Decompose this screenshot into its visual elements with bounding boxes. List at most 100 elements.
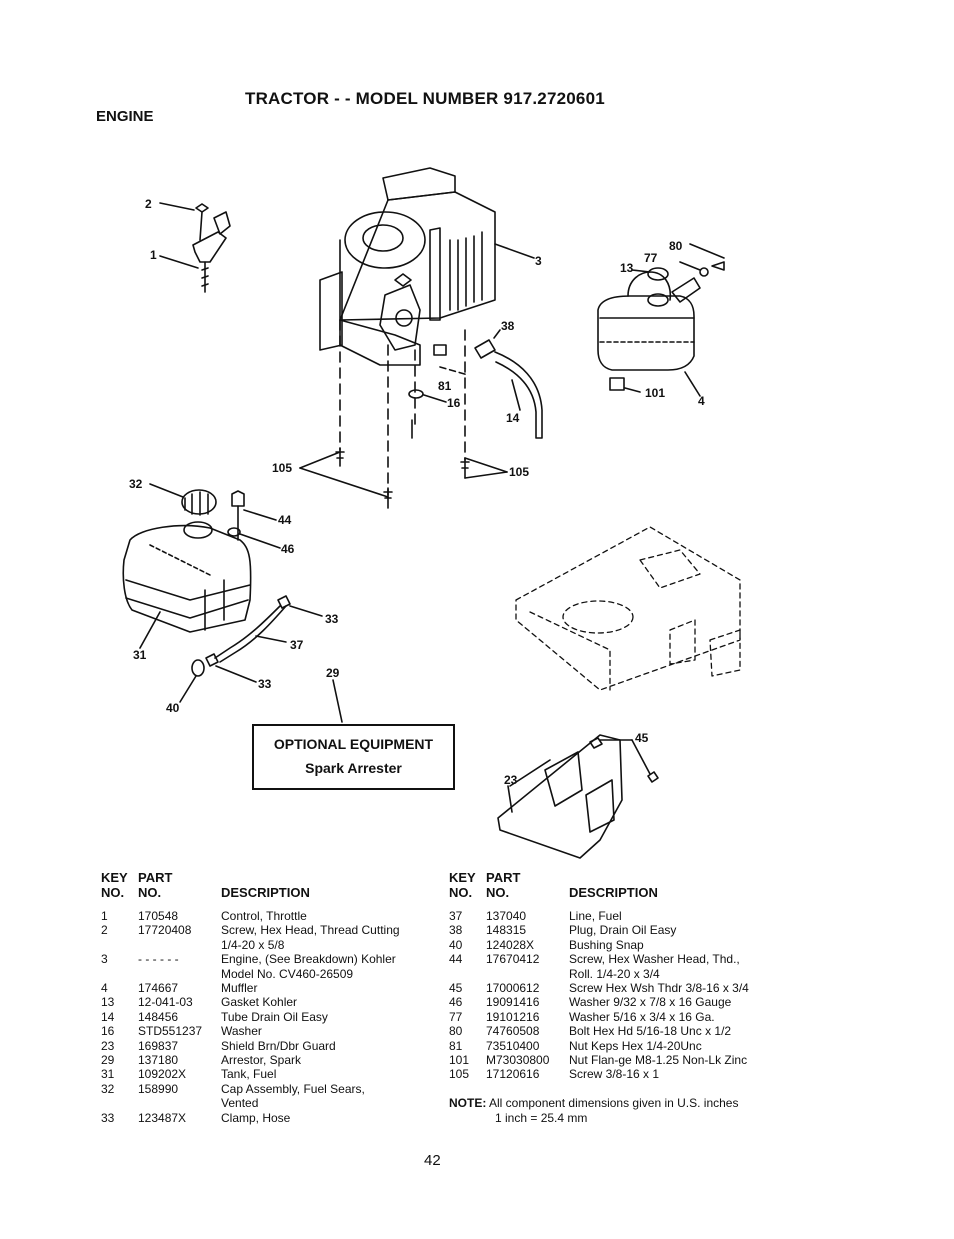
description-line: Screw, Hex Head, Thread Cutting bbox=[221, 923, 400, 938]
description-line: Model No. CV460-26509 bbox=[221, 966, 354, 981]
key-number: 14 bbox=[101, 1009, 115, 1024]
part-number: 73510400 bbox=[486, 1038, 540, 1053]
callout-37: 37 bbox=[290, 638, 304, 652]
part-number: STD551237 bbox=[138, 1024, 203, 1039]
part-description: Cap Assembly, Fuel Sears,Vented bbox=[221, 1082, 431, 1111]
table-row: 40 124028X Bushing Snap bbox=[449, 938, 779, 952]
table-row: 14 148456 Tube Drain Oil Easy bbox=[101, 1010, 431, 1024]
part-description: Clamp, Hose bbox=[221, 1111, 431, 1125]
callout-77: 77 bbox=[644, 251, 658, 265]
part-number: 124028X bbox=[486, 937, 535, 952]
engine-parts-diagram: 2 1 3 80 77 13 101 4 38 81 16 14 105 105… bbox=[122, 167, 741, 859]
key-number: 13 bbox=[101, 995, 115, 1010]
header-part-no: NO. bbox=[138, 885, 162, 900]
description-line: 1/4-20 x 5/8 bbox=[221, 937, 285, 952]
part-number: 170548 bbox=[138, 909, 179, 923]
table-row: 33 123487X Clamp, Hose bbox=[101, 1111, 431, 1125]
part-description: Washer bbox=[221, 1024, 431, 1038]
callout-81: 81 bbox=[438, 379, 452, 393]
key-number: 45 bbox=[449, 981, 463, 996]
callout-33-lower: 33 bbox=[258, 677, 272, 691]
key-number: 80 bbox=[449, 1024, 463, 1039]
header-key: KEY bbox=[101, 870, 128, 885]
callout-3: 3 bbox=[535, 254, 542, 268]
callout-80: 80 bbox=[669, 239, 683, 253]
optional-equipment-heading: OPTIONAL EQUIPMENT bbox=[273, 736, 434, 752]
description-line: Muffler bbox=[221, 981, 258, 996]
page-number: 42 bbox=[424, 1152, 441, 1169]
part-description: Muffler bbox=[221, 981, 431, 995]
key-number: 32 bbox=[101, 1081, 115, 1096]
key-number: 44 bbox=[449, 952, 463, 967]
description-line: Nut Keps Hex 1/4-20Unc bbox=[569, 1038, 702, 1053]
callout-29: 29 bbox=[326, 666, 340, 680]
description-line: Roll. 1/4-20 x 3/4 bbox=[569, 966, 660, 981]
callout-44: 44 bbox=[278, 513, 292, 527]
note-line-1: All component dimensions given in U.S. i… bbox=[489, 1096, 739, 1110]
description-line: Control, Throttle bbox=[221, 909, 307, 923]
page-title: TRACTOR - - MODEL NUMBER 917.2720601 bbox=[245, 89, 605, 108]
callout-40: 40 bbox=[166, 701, 180, 715]
description-line: Line, Fuel bbox=[569, 909, 622, 923]
header-key: KEY bbox=[449, 870, 476, 885]
key-number: 33 bbox=[101, 1110, 115, 1125]
callout-23: 23 bbox=[504, 773, 518, 787]
key-number: 4 bbox=[101, 981, 108, 996]
optional-equipment-box: OPTIONAL EQUIPMENT Spark Arrester bbox=[252, 724, 455, 790]
part-number: 109202X bbox=[138, 1067, 187, 1082]
fuel-tank-drawing bbox=[122, 521, 252, 633]
part-number: 137040 bbox=[486, 909, 527, 923]
part-number: 174667 bbox=[138, 981, 179, 996]
part-number: 12-041-03 bbox=[138, 995, 193, 1010]
description-line: Nut Flan-ge M8-1.25 Non-Lk Zinc bbox=[569, 1053, 748, 1068]
part-number: 158990 bbox=[138, 1081, 179, 1096]
key-number: 29 bbox=[101, 1053, 115, 1068]
shield-guard-drawing bbox=[497, 734, 659, 859]
part-description: Tank, Fuel bbox=[221, 1067, 431, 1081]
description-line: Bushing Snap bbox=[569, 937, 644, 952]
header-key-no: NO. bbox=[449, 885, 473, 900]
part-description: Washer 9/32 x 7/8 x 16 Gauge bbox=[569, 995, 779, 1009]
diagram-callouts: 2 1 3 80 77 13 101 4 38 81 16 14 105 105… bbox=[129, 197, 705, 787]
key-number: 40 bbox=[449, 937, 463, 952]
callout-38: 38 bbox=[501, 319, 515, 333]
key-number: 3 bbox=[101, 952, 108, 967]
callout-33-upper: 33 bbox=[325, 612, 339, 626]
part-number: 17670412 bbox=[486, 952, 540, 967]
key-number: 2 bbox=[101, 923, 108, 938]
description-line: Shield Brn/Dbr Guard bbox=[221, 1038, 336, 1053]
description-line: Screw 3/8-16 x 1 bbox=[569, 1067, 660, 1082]
part-description: Washer 5/16 x 3/4 x 16 Ga. bbox=[569, 1010, 779, 1024]
note-line-2: 1 inch = 25.4 mm bbox=[495, 1111, 588, 1125]
description-line: Tube Drain Oil Easy bbox=[221, 1009, 328, 1024]
description-line: Screw Hex Wsh Thdr 3/8-16 x 3/4 bbox=[569, 981, 749, 996]
callout-105-right: 105 bbox=[509, 465, 529, 479]
key-number: 77 bbox=[449, 1009, 463, 1024]
key-number: 37 bbox=[449, 909, 463, 923]
table-row: 37 137040 Line, Fuel bbox=[449, 909, 779, 923]
callout-31: 31 bbox=[133, 648, 147, 662]
part-number: M73030800 bbox=[486, 1053, 550, 1068]
part-description: Bushing Snap bbox=[569, 938, 779, 952]
callout-101: 101 bbox=[645, 386, 665, 400]
part-number: 123487X bbox=[138, 1110, 187, 1125]
part-description: Bolt Hex Hd 5/16-18 Unc x 1/2 bbox=[569, 1024, 779, 1038]
callout-13: 13 bbox=[620, 261, 634, 275]
description-line: Vented bbox=[221, 1096, 259, 1111]
description-line: Tank, Fuel bbox=[221, 1067, 277, 1082]
header-part-no: NO. bbox=[486, 885, 510, 900]
key-number: 38 bbox=[449, 923, 463, 938]
part-number: 148456 bbox=[138, 1009, 179, 1024]
